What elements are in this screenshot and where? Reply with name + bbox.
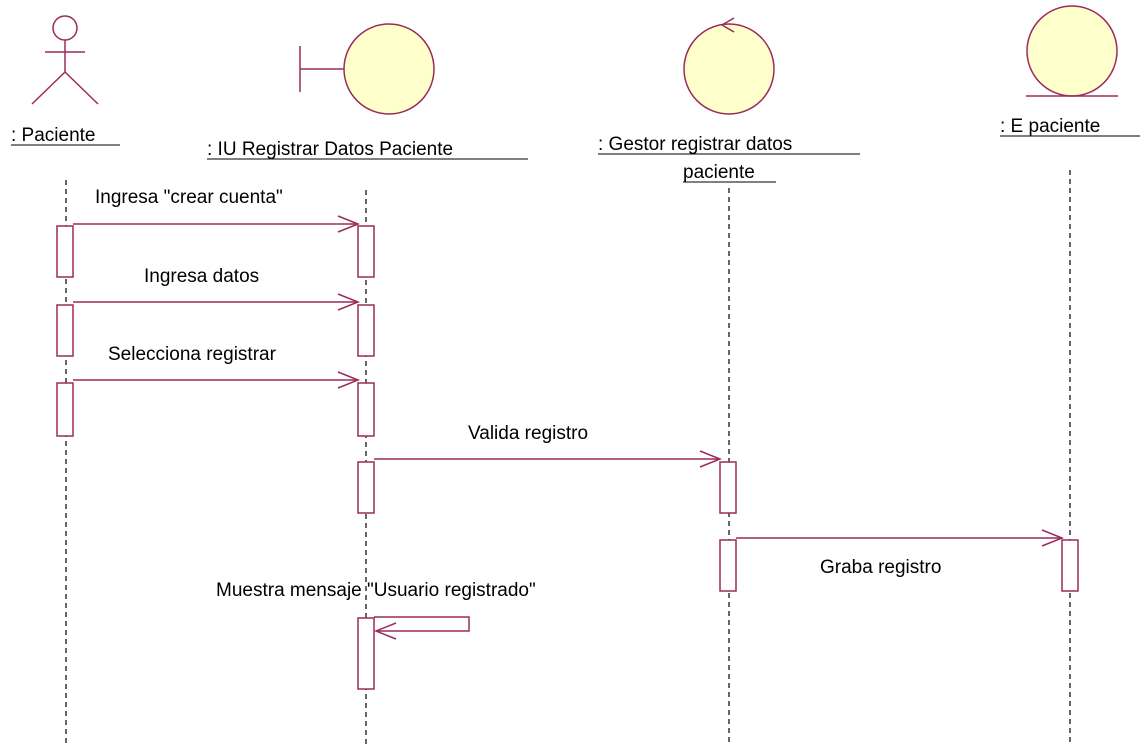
actor-icon bbox=[31, 15, 99, 105]
message-arrow bbox=[73, 293, 361, 311]
activation-box bbox=[357, 617, 375, 690]
message-label: Graba registro bbox=[820, 557, 941, 578]
activation-box bbox=[56, 225, 74, 278]
activation-box bbox=[357, 461, 375, 514]
message-label: Ingresa "crear cuenta" bbox=[95, 187, 283, 208]
participant-label-paciente: : Paciente bbox=[11, 125, 96, 146]
message-label: Ingresa datos bbox=[144, 266, 259, 287]
boundary-icon bbox=[299, 23, 435, 115]
participant-label-gestor-line1: : Gestor registrar datos bbox=[598, 134, 792, 155]
message-arrow bbox=[73, 215, 361, 233]
message-label: Muestra mensaje "Usuario registrado" bbox=[216, 580, 536, 601]
entity-icon bbox=[1026, 5, 1118, 97]
message-label: Valida registro bbox=[468, 423, 588, 444]
activation-box bbox=[357, 382, 375, 437]
activation-box bbox=[1061, 539, 1079, 592]
message-arrow bbox=[374, 450, 723, 468]
activation-box bbox=[719, 539, 737, 592]
activation-box bbox=[56, 304, 74, 357]
message-label: Selecciona registrar bbox=[108, 344, 277, 365]
activation-box bbox=[357, 304, 375, 357]
activation-box bbox=[357, 225, 375, 278]
activation-box bbox=[719, 461, 737, 514]
participant-label-iu: : IU Registrar Datos Paciente bbox=[207, 139, 453, 160]
control-icon bbox=[683, 17, 775, 115]
message-arrow bbox=[73, 371, 361, 389]
message-arrow bbox=[736, 529, 1065, 547]
participant-label-gestor-line2: paciente bbox=[683, 162, 755, 183]
participant-label-entidad: : E paciente bbox=[1000, 116, 1100, 137]
self-message-arrow bbox=[373, 616, 470, 640]
activation-box bbox=[56, 382, 74, 437]
